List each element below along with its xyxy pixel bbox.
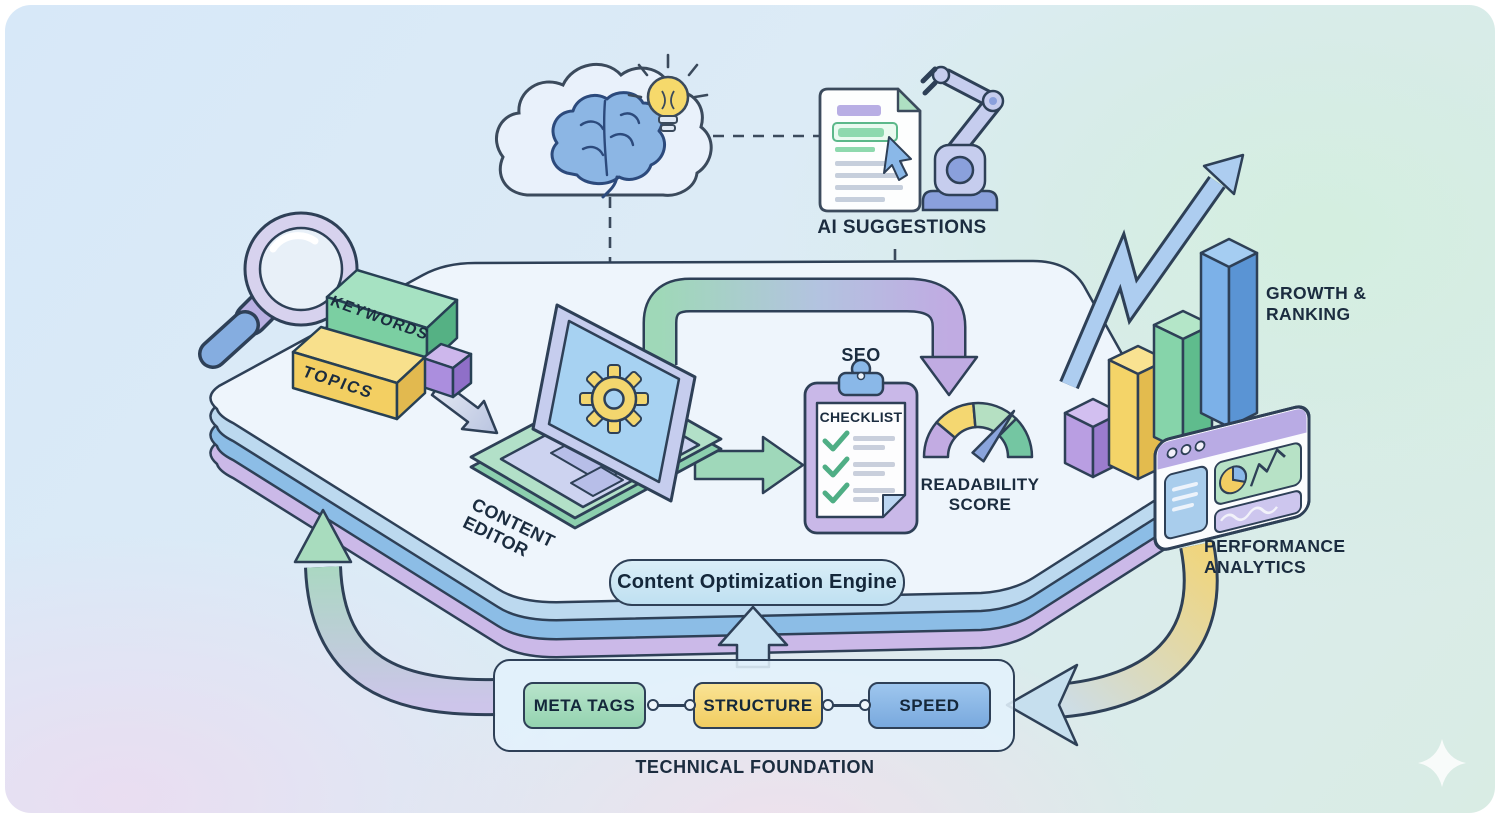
- checkmark-icon: [822, 430, 850, 504]
- bar-green: [1152, 309, 1214, 453]
- ai-suggestions-group: [818, 65, 1005, 213]
- feedback-arrow-foundation-to-platform: [293, 508, 496, 717]
- ai-document: [818, 87, 922, 213]
- ai-cloud: [494, 53, 713, 199]
- robot-arm-icon: [920, 65, 1005, 212]
- gauge-needle: [971, 409, 1016, 463]
- flow-arrow-editor-to-checklist: [693, 435, 805, 495]
- connector-line: [648, 704, 691, 707]
- illustration: [198, 53, 1466, 787]
- cursor-icon: [883, 136, 912, 181]
- bar-chart-icon: [1063, 237, 1259, 481]
- sparkle-icon: [1418, 739, 1466, 787]
- bar-blue: [1199, 237, 1259, 429]
- connector-dot: [859, 699, 871, 711]
- window-buttons: [1166, 440, 1206, 459]
- line-chart-icon: [1249, 448, 1286, 487]
- seo-clipboard: [803, 358, 919, 535]
- connector-dot: [684, 699, 696, 711]
- meta-tags-button[interactable]: META TAGS: [523, 682, 646, 729]
- purple-box: [421, 342, 473, 399]
- brain-icon: [550, 91, 667, 199]
- growth-ranking-label: GROWTH &RANKING: [1266, 283, 1367, 324]
- readability-gauge: [922, 401, 1034, 463]
- speed-button[interactable]: SPEED: [868, 682, 991, 729]
- ai-suggestions-label: AI SUGGESTIONS: [817, 217, 987, 238]
- topics-box: [291, 325, 427, 421]
- gear-icon: [579, 364, 649, 434]
- flow-arrow-editor-to-score: [642, 277, 979, 397]
- content-optimization-engine-pill[interactable]: Content Optimization Engine: [609, 559, 905, 606]
- checklist-label: CHECKLIST: [819, 409, 903, 425]
- content-editor-laptop: [469, 303, 723, 530]
- analytics-window: [1153, 405, 1311, 551]
- structure-button[interactable]: STRUCTURE: [693, 682, 823, 729]
- seo-label: SEO: [841, 345, 881, 365]
- connector-dot: [647, 699, 659, 711]
- connector-dot: [822, 699, 834, 711]
- bar-purple: [1063, 397, 1123, 479]
- technical-foundation-label: TECHNICAL FOUNDATION: [635, 757, 875, 777]
- lightbulb-icon: [627, 53, 709, 132]
- connector-line: [825, 704, 866, 707]
- technical-foundation-box: META TAGS STRUCTURE SPEED: [493, 659, 1015, 752]
- growth-arrow-icon: [1059, 153, 1245, 390]
- feedback-arrow-analytics-to-foundation: [1005, 541, 1219, 747]
